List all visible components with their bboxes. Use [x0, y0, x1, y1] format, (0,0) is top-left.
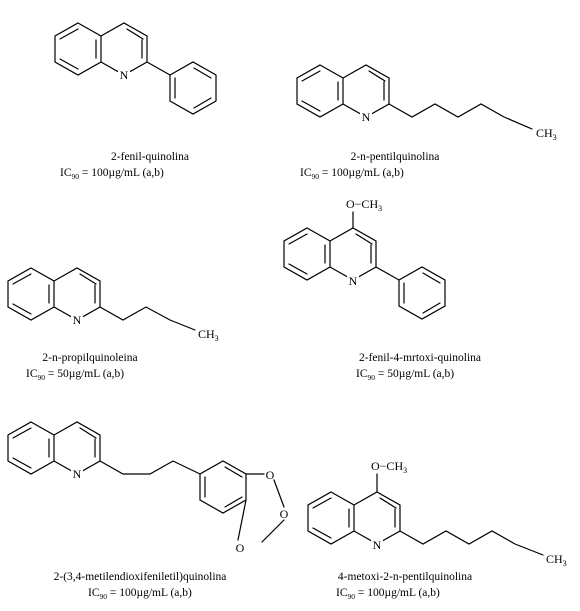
methoxy-label: O−CH3 [346, 197, 382, 213]
structure-2-n-pentilquinolina: N CH3 [296, 64, 557, 142]
nitrogen-atom-label: N [73, 467, 82, 481]
nitrogen-atom-label: N [120, 68, 129, 82]
oxygen-atom-label: O [280, 507, 289, 521]
compound-name: 2-n-pentilquinolina [351, 151, 440, 163]
structure-2-n-propilquinoleina: N CH3 [7, 267, 219, 343]
compound-name: 4-metoxi-2-n-pentilquinolina [338, 571, 472, 583]
ic90-value: IC90 = 100µg/mL (a,b) [300, 167, 404, 181]
nitrogen-atom-label: N [349, 274, 358, 288]
oxygen-atom-label: O [266, 468, 275, 482]
methyl-label: CH3 [546, 552, 567, 568]
methoxy-label: O−CH3 [371, 459, 407, 475]
caption-2-n-pentilquinolina: 2-n-pentilquinolina IC90 = 100µg/mL (a,b… [300, 151, 439, 181]
caption-2-fenil-4-mrtoxi-quinolina: 2-fenil-4-mrtoxi-quinolina IC90 = 50µg/m… [356, 352, 481, 382]
ic90-value: IC90 = 50µg/mL (a,b) [356, 368, 454, 382]
structure-2-3-4-metilendioxifeniletil-quinolina: N O O O [7, 421, 289, 555]
oxygen-atom-label: O [236, 541, 245, 555]
nitrogen-atom-label: N [362, 110, 371, 124]
compound-name: 2-n-propilquinoleina [42, 352, 137, 364]
ic90-value: IC90 = 100µg/mL (a,b) [336, 587, 440, 601]
caption-2-fenil-quinolina: 2-fenil-quinolina IC90 = 100µg/mL (a,b) [60, 151, 189, 181]
caption-4-metoxi-2-n-pentilquinolina: 4-metoxi-2-n-pentilquinolina IC90 = 100µ… [336, 571, 472, 601]
nitrogen-atom-label: N [73, 313, 82, 327]
structure-2-fenil-4-metoxi-quinolina: N O−CH3 [283, 197, 446, 320]
compound-name: 2-(3,4-metilendioxifeniletil)quinolina [54, 571, 227, 583]
ic90-value: IC90 = 50µg/mL (a,b) [26, 368, 124, 382]
caption-2-n-propilquinoleina: 2-n-propilquinoleina IC90 = 50µg/mL (a,b… [26, 352, 138, 382]
compound-name: 2-fenil-quinolina [111, 151, 189, 163]
structure-4-metoxi-2-n-pentilquinolina: N O−CH3 CH3 [307, 459, 567, 568]
ic90-value: IC90 = 100µg/mL (a,b) [88, 587, 192, 601]
ic90-value: IC90 = 100µg/mL (a,b) [60, 167, 164, 181]
structure-2-fenil-quinolina: N [54, 22, 217, 115]
methyl-label: CH3 [536, 126, 557, 142]
methyl-label: CH3 [198, 327, 219, 343]
caption-2-3-4-metilendioxifeniletil-quinolina: 2-(3,4-metilendioxifeniletil)quinolina I… [54, 571, 227, 601]
compound-name: 2-fenil-4-mrtoxi-quinolina [359, 352, 481, 364]
nitrogen-atom-label: N [373, 538, 382, 552]
